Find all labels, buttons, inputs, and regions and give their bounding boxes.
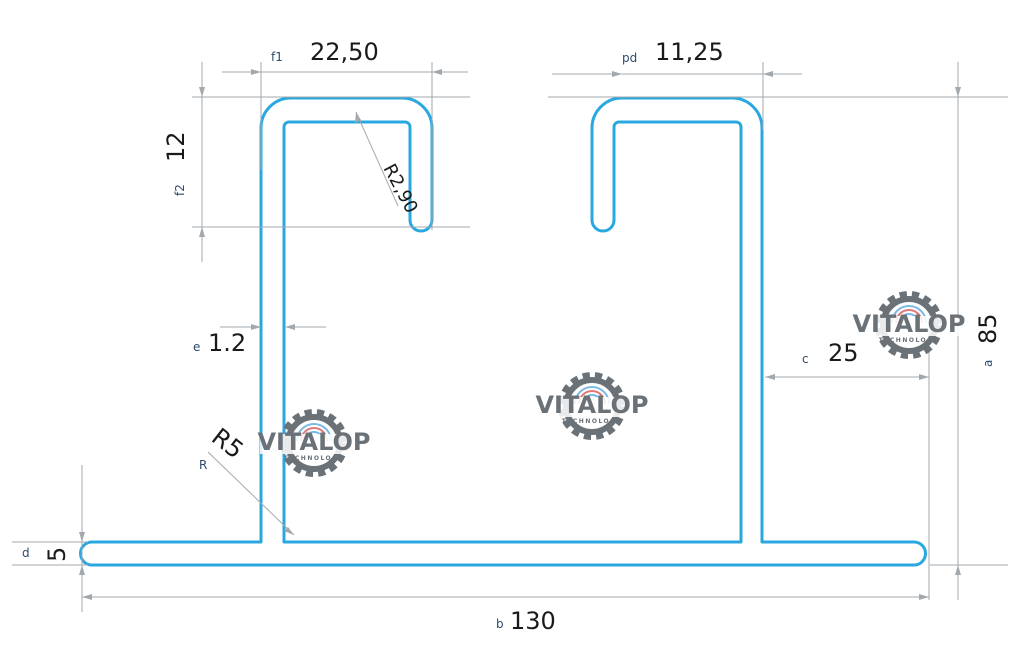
watermark-name: VITALOP: [852, 310, 965, 338]
watermark-logo-left: VITALOP TECHNOLOGY: [257, 413, 370, 473]
d-value: 5: [43, 547, 71, 562]
pd-value: 11,25: [655, 38, 724, 66]
watermark-logo-right: VITALOP TECHNOLOGY: [852, 295, 965, 355]
b-symbol: b: [496, 617, 504, 631]
watermark-tagline: TECHNOLOGY: [284, 455, 345, 462]
f2-symbol: f2: [173, 184, 187, 196]
d-symbol: d: [22, 546, 30, 560]
pd-symbol: pd: [622, 51, 637, 65]
a-value: 85: [974, 313, 1002, 344]
f2-value: 12: [162, 131, 190, 162]
watermark-name: VITALOP: [535, 391, 648, 419]
watermark-tagline: TECHNOLOGY: [562, 418, 623, 425]
r-symbol: R: [199, 458, 207, 472]
f1-value: 22,50: [310, 38, 379, 66]
a-symbol: a: [981, 360, 995, 367]
e-value: 1.2: [208, 329, 246, 357]
e-symbol: e: [193, 340, 200, 354]
profile-outline: [79, 96, 927, 567]
c-symbol: c: [802, 352, 809, 366]
radius-small-value: R2,90: [379, 160, 422, 216]
watermark-name: VITALOP: [257, 428, 370, 456]
watermark-logo-center: VITALOP TECHNOLOGY: [535, 376, 648, 436]
f1-symbol: f1: [271, 50, 283, 64]
watermark-tagline: TECHNOLOGY: [879, 337, 940, 344]
r5-value: R5: [206, 423, 248, 465]
c-value: 25: [828, 339, 859, 367]
b-value: 130: [510, 607, 556, 635]
